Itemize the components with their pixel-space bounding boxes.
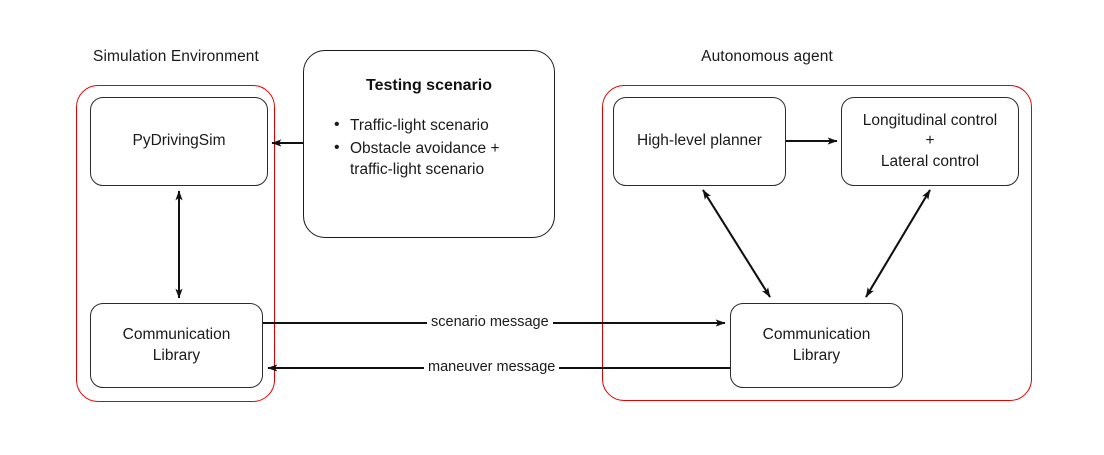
testing-scenario-item-0-line-0: Traffic-light scenario [350, 117, 489, 134]
testing-scenario-item-1-line-0: Obstacle avoidance + [350, 140, 500, 158]
wire-planner-to-comm-right [702, 189, 771, 298]
autonomous-agent-title: Autonomous agent [701, 48, 833, 65]
edge-label-maneuver-message: maneuver message [424, 359, 560, 375]
testing-scenario-item-1-line-1: traffic-light scenario [350, 161, 485, 179]
testing-scenario-item-1: Obstacle avoidance + traffic-light scena… [334, 137, 554, 180]
testing-scenario-title: Testing scenario [366, 77, 492, 94]
node-control-block-line-2: Lateral control [880, 152, 980, 170]
node-comm-library-left[interactable]: Communication Library [90, 303, 263, 388]
node-comm-library-right-line-0: Communication [762, 326, 871, 344]
node-control-block-line-0: Longitudinal control [862, 111, 998, 129]
testing-scenario-list: Traffic-light scenario Obstacle avoidanc… [304, 114, 554, 181]
node-control-block[interactable]: Longitudinal control + Lateral control [841, 97, 1019, 186]
node-pydrivingsim[interactable]: PyDrivingSim [90, 97, 268, 186]
testing-scenario-item-0: Traffic-light scenario [334, 114, 554, 136]
edge-label-scenario-message: scenario message [427, 314, 553, 330]
node-pydrivingsim-line-0: PyDrivingSim [132, 132, 226, 150]
node-comm-library-left-line-0: Communication [122, 326, 231, 344]
node-high-level-planner-line-0: High-level planner [637, 132, 762, 150]
node-high-level-planner[interactable]: High-level planner [613, 97, 786, 186]
node-control-block-line-1: + [925, 132, 935, 150]
node-comm-library-right[interactable]: Communication Library [730, 303, 903, 388]
simulation-environment-title: Simulation Environment [93, 48, 259, 65]
testing-scenario-box[interactable]: Testing scenario Traffic-light scenario … [303, 50, 555, 238]
node-comm-library-left-line-1: Library [152, 346, 201, 364]
wire-control-to-comm-right [865, 189, 931, 298]
node-comm-library-right-line-1: Library [792, 346, 841, 364]
